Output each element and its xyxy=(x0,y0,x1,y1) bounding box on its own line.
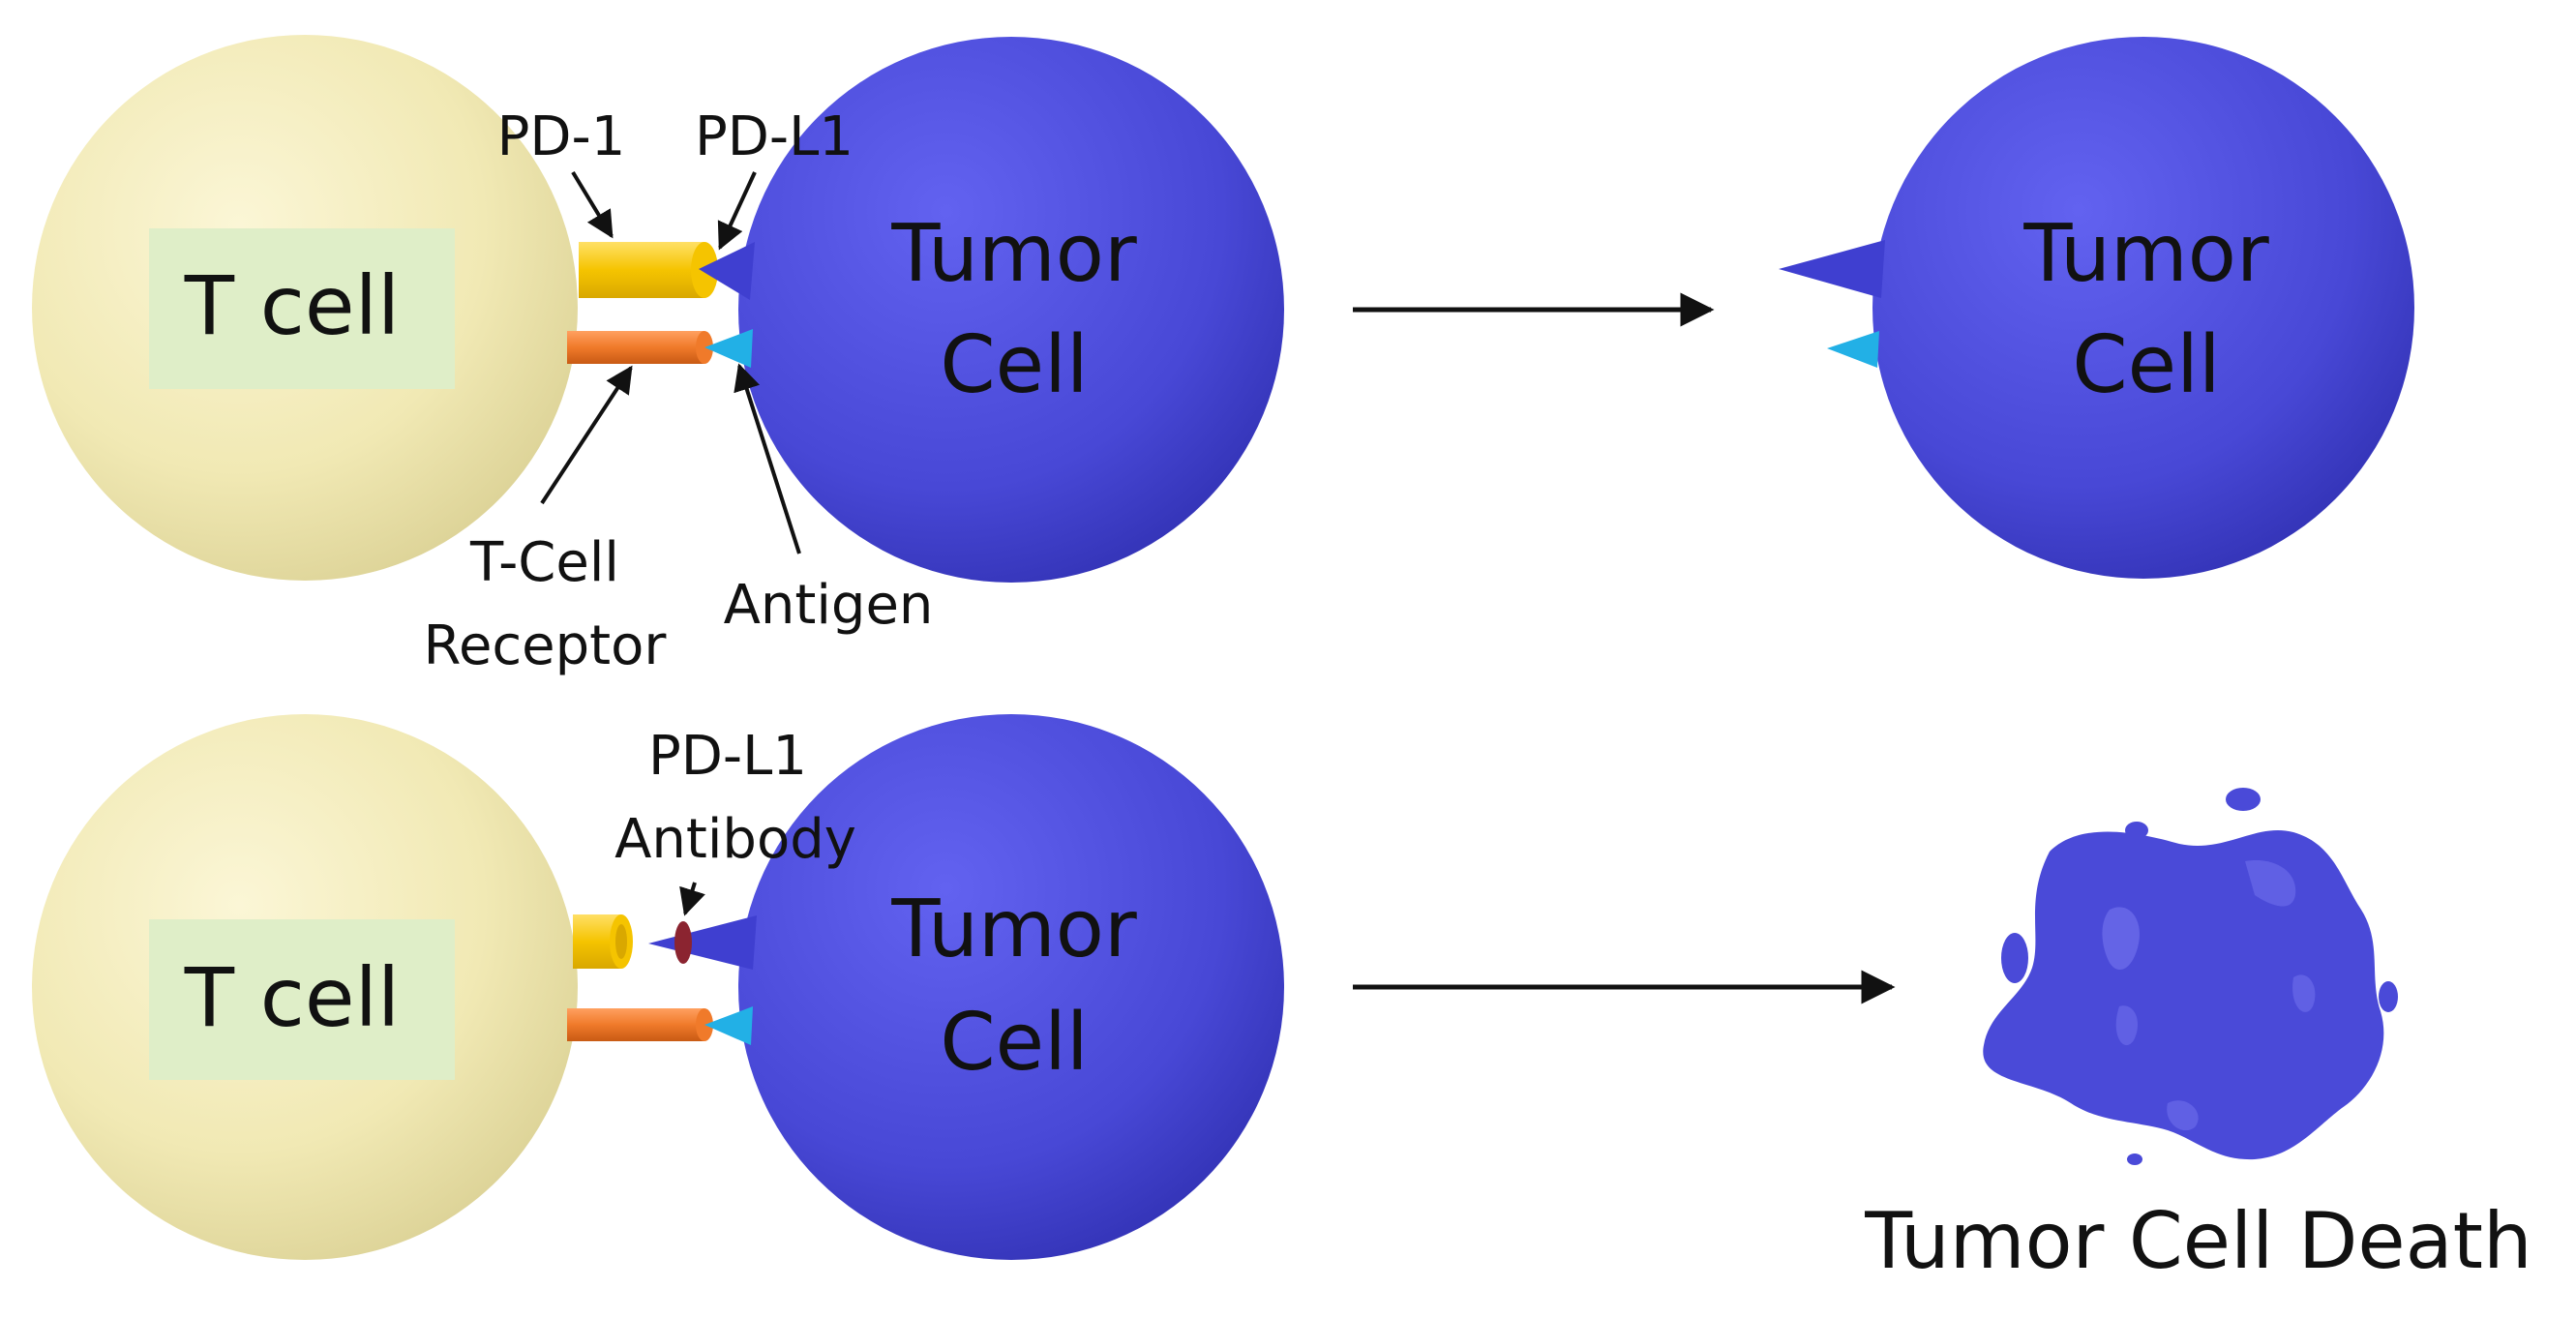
t-cell-receptor xyxy=(567,331,713,364)
tumor-label-result-line2: Cell xyxy=(2072,319,2220,411)
pdl1-label: PD-L1 xyxy=(695,105,854,168)
antigen-result xyxy=(1827,331,1879,368)
antigen xyxy=(704,329,753,368)
top-panel: T cell Tumor Cell PD-1 PD-L1 T-Cell Rece… xyxy=(32,35,2414,677)
bottom-panel: T cell Tumor Cell PD-L1 Antibody xyxy=(32,714,2532,1286)
antigen-pointer xyxy=(734,363,801,554)
antibody-pointer xyxy=(679,882,705,916)
pdl1-pointer xyxy=(717,171,757,251)
antigen-label: Antigen xyxy=(724,574,934,637)
t-cell-label-top: T cell xyxy=(184,258,401,353)
tumor-cell-top-result xyxy=(1872,37,2414,579)
tcr-pointer xyxy=(540,365,633,505)
t-cell-label-box-top xyxy=(149,228,455,389)
tumor-cell-death-label: Tumor Cell Death xyxy=(1864,1196,2532,1286)
antibody-label-line2: Antibody xyxy=(614,808,856,871)
tcr-label-line2: Receptor xyxy=(424,614,668,677)
tumor-label-bottom-line1: Tumor xyxy=(890,884,1137,975)
tumor-label-bottom-line2: Cell xyxy=(940,997,1088,1089)
pdl1-ligand-bottom xyxy=(648,915,757,970)
t-cell-label-box-bottom xyxy=(149,919,455,1080)
antibody-label-line1: PD-L1 xyxy=(648,725,807,788)
pdl1-antibody xyxy=(674,921,692,964)
t-cell-receptor-bottom xyxy=(567,1008,713,1041)
tcr-label-line1: T-Cell xyxy=(469,531,619,594)
dying-tumor-cell xyxy=(1983,788,2398,1165)
pdl1-ligand xyxy=(699,242,755,300)
pdl1-ligand-result xyxy=(1779,240,1885,298)
tumor-label-top-line1: Tumor xyxy=(890,208,1137,300)
pd1-receptor-blocked xyxy=(573,914,633,969)
pd1-receptor xyxy=(579,242,718,298)
pd1-pointer xyxy=(571,170,614,239)
tumor-cell-top xyxy=(738,37,1284,583)
tumor-label-top-line2: Cell xyxy=(940,319,1088,411)
pd1-label: PD-1 xyxy=(497,105,626,168)
t-cell-label-bottom: T cell xyxy=(184,950,401,1045)
tumor-cell-bottom xyxy=(738,714,1284,1260)
antigen-bottom xyxy=(704,1006,753,1045)
tumor-label-result-line1: Tumor xyxy=(2022,208,2269,300)
